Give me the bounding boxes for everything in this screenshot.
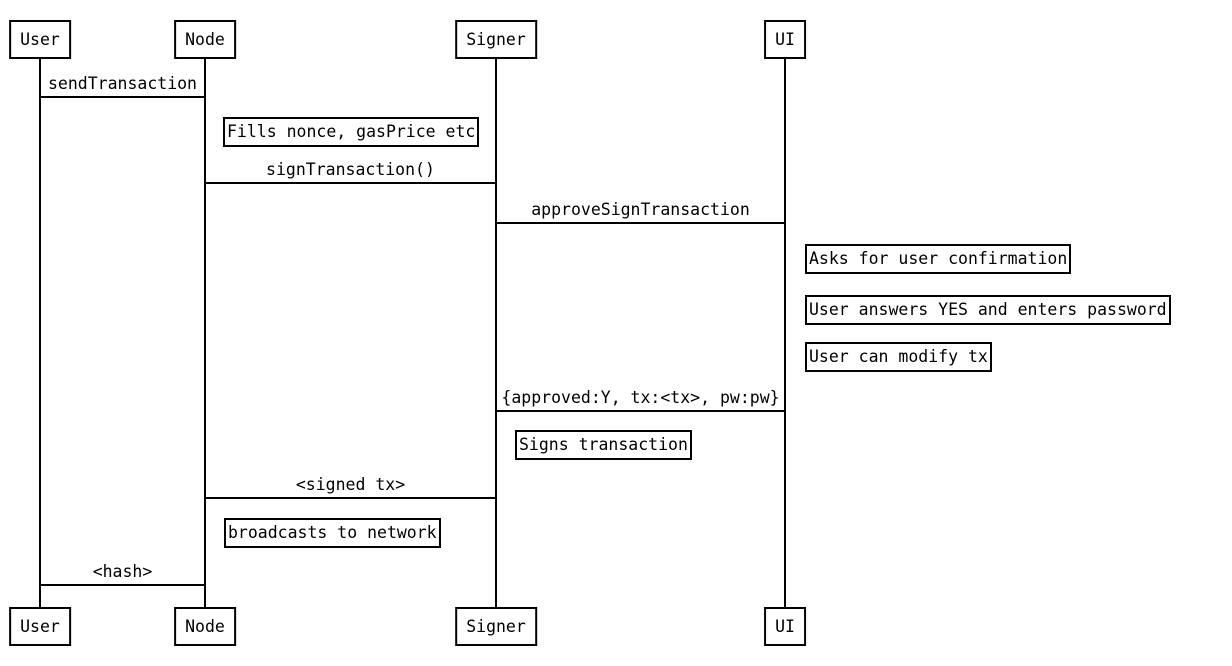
message-line-4 xyxy=(205,497,496,499)
lifeline-user xyxy=(39,59,41,607)
message-label-4: <signed tx> xyxy=(295,475,406,494)
participant-node-bottom: Node xyxy=(174,607,236,646)
participant-signer-bottom: Signer xyxy=(455,607,537,646)
message-label-2: approveSignTransaction xyxy=(531,200,750,219)
participant-user-bottom: User xyxy=(9,607,71,646)
message-label-1: signTransaction() xyxy=(266,160,435,179)
message-label-0: sendTransaction xyxy=(47,74,197,93)
message-line-2 xyxy=(496,222,785,224)
note-box-4: Signs transaction xyxy=(515,430,692,460)
participant-node-top: Node xyxy=(174,20,236,59)
participant-user-top: User xyxy=(9,20,71,59)
participant-signer-top: Signer xyxy=(455,20,537,59)
note-box-5: broadcasts to network xyxy=(224,518,441,548)
message-line-3 xyxy=(496,410,785,412)
message-line-5 xyxy=(40,584,205,586)
message-line-0 xyxy=(40,96,205,98)
note-box-2: User answers YES and enters password xyxy=(805,295,1171,325)
message-label-5: <hash> xyxy=(92,562,153,581)
lifeline-node xyxy=(204,59,206,607)
participant-ui-top: UI xyxy=(764,20,806,59)
message-label-3: {approved:Y, tx:<tx>, pw:pw} xyxy=(501,388,780,407)
note-box-1: Asks for user confirmation xyxy=(805,244,1072,274)
message-line-1 xyxy=(205,182,496,184)
note-box-0: Fills nonce, gasPrice etc xyxy=(223,117,480,147)
note-box-3: User can modify tx xyxy=(805,342,992,372)
participant-ui-bottom: UI xyxy=(764,607,806,646)
lifeline-signer xyxy=(495,59,497,607)
lifeline-ui xyxy=(784,59,786,607)
